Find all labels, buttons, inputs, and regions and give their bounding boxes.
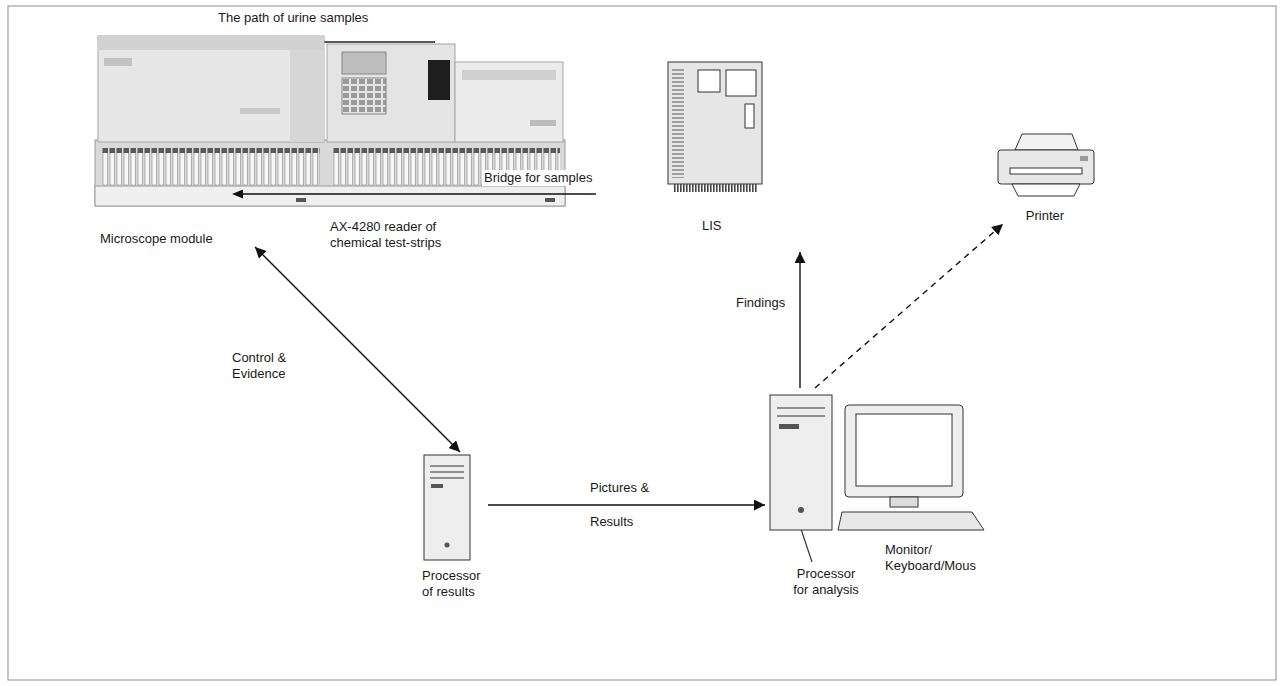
server-tower [424, 455, 470, 560]
chip [745, 104, 754, 128]
device-node: Processor of results [418, 452, 488, 600]
icon-space [668, 62, 818, 192]
drive-slot [431, 484, 443, 488]
icon-space [990, 132, 1100, 198]
microscope-cabinet [98, 36, 324, 142]
drive-bay [430, 472, 464, 473]
text-label: The path of urine samples [218, 10, 368, 26]
edge-label: Control & Evidence [232, 350, 312, 382]
reader-slot [428, 60, 450, 100]
reader-display [342, 52, 386, 74]
node-caption: LIS [702, 218, 722, 234]
leader-line [800, 526, 812, 562]
connector-arrow [488, 504, 765, 505]
node-caption: AX-4280 reader of chemical test-strips [330, 219, 465, 251]
connector-arrow [815, 224, 1003, 388]
device-node: Microscope module [95, 35, 327, 247]
cabinet-trim [240, 108, 280, 114]
board-pins [674, 184, 758, 192]
arrow-head [232, 190, 243, 199]
connector-arrow [799, 252, 800, 388]
arrow-line [242, 193, 596, 194]
drive-bay [777, 416, 825, 417]
edge-label: Findings [736, 295, 785, 311]
reader-keypad [342, 78, 386, 114]
text-label: Processor for analysis [790, 566, 862, 598]
keyboard [838, 512, 984, 530]
paper-feed [1015, 134, 1078, 150]
cabinet-top [98, 36, 324, 50]
tower-case [770, 395, 832, 530]
text-label: Bridge for samples [482, 170, 594, 186]
device-node: AX-4280 reader of chemical test-strips [327, 35, 567, 251]
node-caption: Monitor/ Keyboard/Mous [885, 542, 995, 574]
analyzer-lip [95, 186, 565, 206]
frame [8, 6, 1276, 680]
monitor-screen [856, 414, 952, 486]
connector-arrow [255, 247, 460, 452]
drive-bay [430, 478, 464, 479]
printer-button [1080, 156, 1088, 161]
node-caption: Microscope module [100, 231, 213, 247]
power-button [445, 543, 450, 548]
monitor-stand [890, 497, 918, 507]
lip-mark [296, 198, 306, 202]
logo-plate [104, 58, 132, 66]
cabinet-side [290, 50, 324, 142]
icon-space [95, 35, 327, 205]
reader-unit [327, 44, 455, 142]
lip-mark [545, 198, 555, 202]
paper-tray [1012, 184, 1080, 196]
paper-slot [1010, 168, 1082, 174]
drive-bay [430, 466, 464, 467]
printer-lid [462, 70, 556, 80]
workstation-icon [770, 395, 984, 530]
edge-label: Pictures & Results [590, 471, 670, 539]
node-caption: Processor of results [422, 568, 488, 600]
icon-space [765, 388, 997, 534]
device-node: Printer [990, 132, 1100, 224]
monitor-case [845, 405, 963, 497]
tower-case [424, 455, 470, 560]
node-caption: Printer [1026, 208, 1064, 224]
device-node: LIS [668, 62, 818, 252]
reader-printer [455, 62, 563, 142]
drive-slot [779, 424, 799, 429]
tube-rack [102, 148, 320, 186]
bridge-arrow [232, 190, 596, 199]
board-slots [672, 68, 684, 178]
printer-body [998, 150, 1094, 184]
printer-icon [998, 134, 1094, 196]
power-button [798, 507, 804, 513]
board [668, 62, 762, 184]
device-node: Monitor/ Keyboard/Mous [765, 388, 997, 574]
icon-space [418, 452, 488, 562]
chip [698, 70, 720, 92]
chip [726, 70, 756, 96]
lis-server-board [668, 62, 762, 192]
printer-trim [530, 120, 556, 126]
drive-bay [777, 408, 825, 409]
